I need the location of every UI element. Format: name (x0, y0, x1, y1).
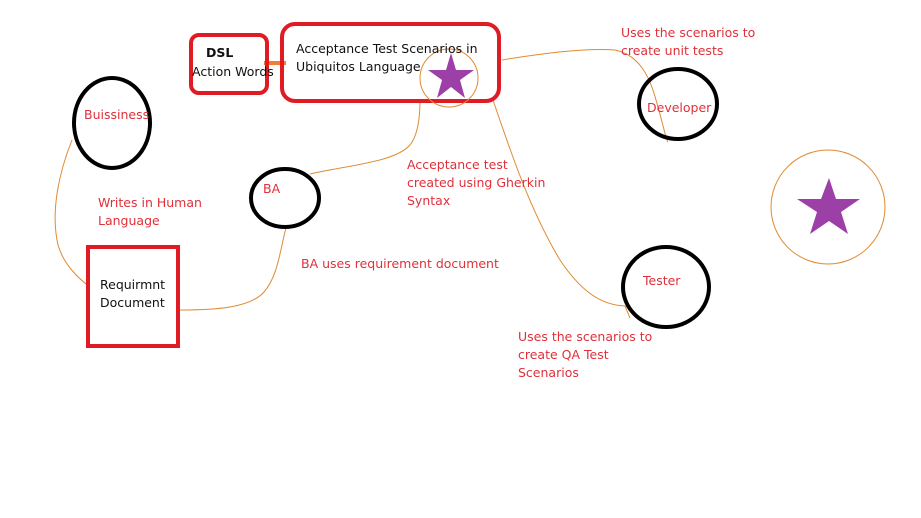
connector-business-to-requirement (54, 139, 91, 288)
tester-uses-annotation-line1: Uses the scenarios to (518, 329, 653, 344)
acceptance-line2: Ubiquitos Language (296, 59, 421, 74)
acceptance-line1: Acceptance Test Scenarios in (296, 41, 478, 56)
tester-node[interactable] (621, 245, 711, 329)
dev-uses-annotation-line1: Uses the scenarios to (621, 25, 756, 40)
star-circle-small (419, 48, 479, 108)
star-icon (428, 53, 474, 98)
requirement-line2: Document (100, 295, 165, 310)
dsl-box[interactable] (189, 33, 269, 95)
connector-acceptance-to-tester (492, 99, 631, 319)
gherkin-annotation-line2: created using Gherkin (407, 175, 546, 190)
requirement-box[interactable] (86, 245, 180, 348)
tester-uses-annotation-line3: Scenarios (518, 365, 579, 380)
gherkin-annotation-line1: Acceptance test (407, 157, 508, 172)
ba-uses-annotation: BA uses requirement document (301, 256, 499, 271)
dsl-title: DSL (206, 45, 234, 60)
dsl-subtitle: Action Words (192, 64, 274, 79)
connector-requirement-to-ba (179, 227, 287, 311)
acceptance-box[interactable] (280, 22, 501, 103)
tester-label: Tester (643, 273, 681, 288)
star-circle-large (770, 149, 886, 265)
dev-uses-annotation-line2: create unit tests (621, 43, 724, 58)
developer-node[interactable] (637, 67, 719, 141)
developer-label: Developer (647, 100, 712, 115)
writes-annotation-line2: Language (98, 213, 160, 228)
gherkin-annotation-line3: Syntax (407, 193, 451, 208)
requirement-line1: Requirmnt (100, 277, 166, 292)
tester-uses-annotation-line2: create QA Test (518, 347, 609, 362)
writes-annotation-line1: Writes in Human (98, 195, 202, 210)
star-icon (797, 178, 860, 234)
business-node[interactable] (72, 76, 152, 170)
connector-acceptance-to-developer (501, 48, 669, 143)
ba-node[interactable] (249, 167, 321, 229)
connector-ba-to-acceptance (309, 99, 421, 175)
business-label: Buissiness (84, 107, 150, 122)
ba-label: BA (263, 181, 281, 196)
